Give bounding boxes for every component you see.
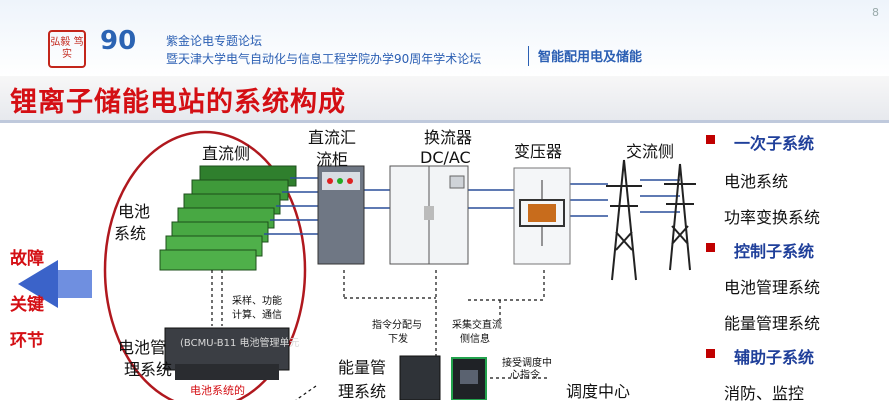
converter-icon: [389, 165, 469, 265]
fault-ellipse: [103, 130, 307, 400]
bms-device-icon: [164, 327, 290, 380]
header-divider: [528, 46, 529, 66]
dispatch-center-label: 调度中心: [566, 382, 631, 401]
collect-label-1: 采集交直流: [452, 320, 502, 331]
bms-label-1: 电池管: [118, 338, 167, 357]
slide-title: 锂离子储能电站的系统构成: [10, 87, 346, 118]
sampling-label-1: 采样、功能: [232, 296, 282, 307]
converter-label-2: DC/AC: [420, 148, 471, 167]
callout-line1: 故障: [10, 249, 44, 269]
command-label-2: 下发: [388, 334, 408, 345]
conference-line1: 紫金论电专题论坛: [166, 34, 263, 48]
right-head-2: 控制子系统: [734, 242, 815, 261]
ems-device-icon: [399, 355, 487, 400]
battery-label-2: 系统: [114, 224, 147, 243]
right-item-3: 电池管理系统: [724, 278, 821, 297]
dc-bus-lines: [264, 177, 680, 235]
left-arrow-body: [58, 270, 92, 298]
page-number: 8: [872, 6, 879, 19]
callout-line2: 关键: [10, 295, 44, 315]
conference-topic: 智能配用电及储能: [538, 50, 643, 65]
transformer-icon: [513, 167, 571, 265]
bullet-3: [706, 349, 715, 358]
title-bar: [0, 76, 889, 123]
system-diagram: [18, 130, 696, 400]
battery-label-1: 电池: [118, 202, 151, 221]
battery-rack-icon: [159, 165, 297, 271]
power-tower-icon: [606, 159, 696, 281]
bullet-2: [706, 243, 715, 252]
header-background: [0, 0, 889, 76]
signal-arrows: [211, 270, 550, 400]
conference-line2: 暨天津大学电气自动化与信息工程学院办学90周年学术论坛: [166, 52, 482, 66]
ems-label-1: 能量管: [338, 358, 387, 377]
dc-cabinet-icon: [317, 165, 365, 265]
bms-label-2: 理系统: [124, 360, 173, 379]
callout-line3: 环节: [10, 331, 44, 351]
bms-device-label: (BCMU-B11 电池管理单元: [180, 338, 300, 349]
dispatch-cmd-2: 心指令: [510, 370, 540, 381]
command-label-1: 指令分配与: [372, 320, 422, 331]
right-head-3: 辅助子系统: [734, 348, 815, 367]
ems-label-2: 理系统: [338, 382, 387, 401]
right-item-1: 电池系统: [724, 172, 789, 191]
anniversary-logo: 90: [100, 26, 152, 70]
logo-text: 90: [100, 26, 137, 56]
right-head-1: 一次子系统: [734, 134, 815, 153]
seal-text: 弘毅 笃实: [50, 37, 84, 60]
transformer-label: 变压器: [514, 142, 563, 161]
right-item-5: 消防、监控: [724, 384, 805, 403]
dc-side-label: 直流侧: [202, 144, 251, 163]
left-arrow-icon: [18, 260, 58, 308]
bullet-1: [706, 135, 715, 144]
ac-side-label: 交流侧: [626, 142, 675, 161]
dc-cabinet-label-2: 流柜: [316, 150, 349, 169]
dc-cabinet-label-1: 直流汇: [308, 128, 357, 147]
converter-label-1: 换流器: [424, 128, 473, 147]
collect-label-2: 侧信息: [460, 334, 490, 345]
sampling-label-2: 计算、通信: [232, 310, 282, 321]
right-item-2: 功率变换系统: [724, 208, 821, 227]
dispatch-cmd-1: 接受调度中: [502, 358, 552, 369]
right-item-4: 能量管理系统: [724, 314, 821, 333]
university-seal-logo: 弘毅 笃实: [48, 30, 86, 68]
bms-caption: 电池系统的: [190, 384, 245, 397]
